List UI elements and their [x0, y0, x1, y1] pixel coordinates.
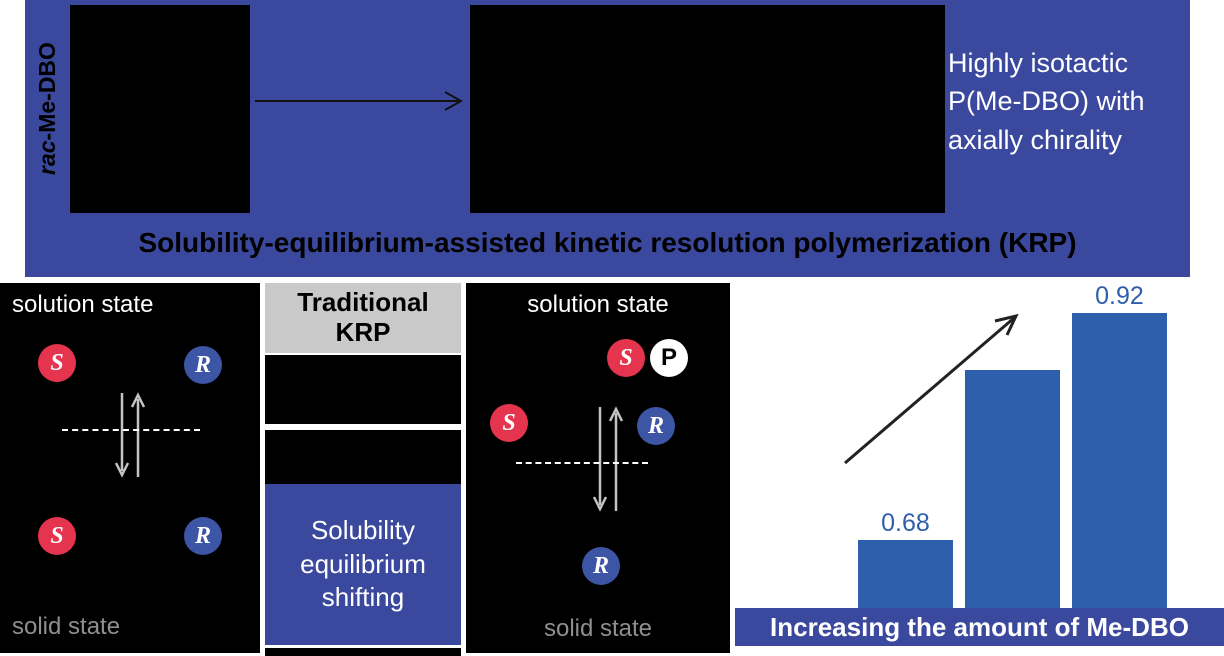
monomer-circle-R-solid: R: [184, 517, 222, 555]
monomer-circle-S: S: [490, 404, 528, 442]
bar-series: 0.68 0.92: [858, 281, 1167, 608]
polymer-circle-P: P: [650, 339, 688, 377]
monomer-circle-S: S: [38, 344, 76, 382]
circle-letter: S: [50, 522, 64, 549]
phase-boundary-dashed-line: [62, 429, 200, 431]
bar-value-label: 0.68: [881, 509, 930, 537]
polymer-structure-box: [470, 5, 945, 213]
bar-1: [858, 540, 953, 608]
phase-boundary-dashed-line: [516, 462, 648, 464]
middle-black-box-lower: [265, 430, 461, 484]
solution-state-label: solution state: [527, 291, 669, 318]
traditional-equilibrium-panel: solution state S R S R solid state: [0, 283, 260, 653]
monomer-circle-S-attached: S: [607, 339, 645, 377]
circle-letter: S: [50, 349, 64, 376]
solid-state-label: solid state: [12, 613, 121, 640]
chart-caption: Increasing the amount of Me-DBO: [735, 608, 1224, 646]
middle-column: Traditional KRP Solubility equilibrium s…: [265, 283, 461, 656]
traditional-krp-header: Traditional KRP: [265, 283, 461, 353]
solid-state-label: solid state: [543, 615, 653, 642]
equilibrium-arrows-icon: [114, 392, 146, 478]
monomer-label-italic: rac: [34, 140, 60, 176]
monomer-structure-box: [70, 5, 250, 213]
monomer-circle-R: R: [184, 346, 222, 384]
monomer-circle-R-solid: R: [582, 547, 620, 585]
krp-equilibrium-panel: solution state S P S R R solid state: [466, 283, 730, 653]
solution-state-label: solution state: [12, 291, 154, 318]
isotacticity-bar-chart: 0.68 0.92 Increasing the amount of Me-DB…: [735, 281, 1224, 656]
middle-black-box-upper: [265, 355, 461, 424]
circle-letter: S: [502, 409, 516, 436]
bar-group-3: 0.92: [1072, 281, 1167, 608]
circle-letter: R: [647, 412, 664, 439]
middle-black-footer: [265, 648, 461, 656]
monomer-label: rac-Me-DBO: [24, 4, 70, 214]
reaction-arrow-icon: [255, 91, 464, 111]
bar-group-1: 0.68: [858, 508, 953, 608]
bar-2: [965, 370, 1060, 608]
bar-group-2: [965, 338, 1060, 608]
circle-letter: P: [660, 344, 677, 371]
equilibrium-arrows-icon: [592, 406, 624, 512]
monomer-label-rest: -Me-DBO: [34, 42, 60, 141]
banner-title: Solubility-equilibrium-assisted kinetic …: [138, 227, 1077, 258]
trend-arrow-icon: [844, 313, 1019, 465]
monomer-circle-R: R: [637, 407, 675, 445]
circle-letter: S: [619, 344, 633, 371]
circle-letter: R: [194, 351, 211, 378]
bar-3: [1072, 313, 1167, 608]
bar-value-label: 0.92: [1095, 282, 1144, 310]
monomer-circle-S-solid: S: [38, 517, 76, 555]
solubility-shifting-box: Solubility equilibrium shifting: [265, 484, 461, 645]
product-description: Highly isotactic P(Me-DBO) with axially …: [948, 48, 1145, 155]
circle-letter: R: [194, 522, 211, 549]
circle-letter: R: [592, 552, 609, 579]
